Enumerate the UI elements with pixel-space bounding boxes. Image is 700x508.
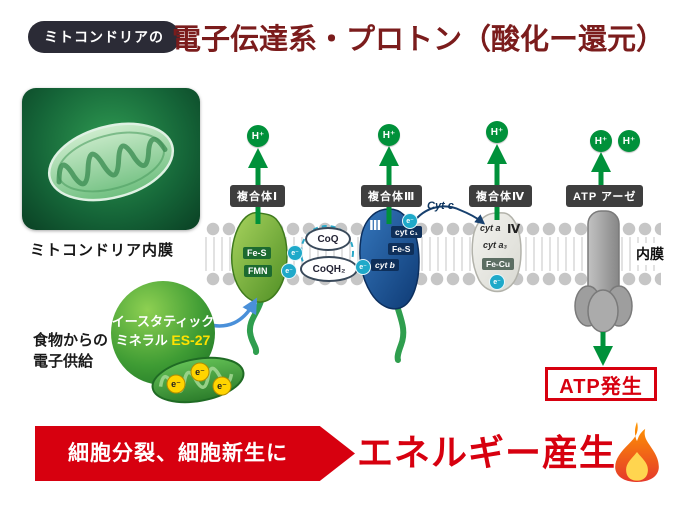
mitochondrion-image	[22, 88, 200, 230]
h-plus-ion: H⁺	[378, 124, 400, 146]
cytc-carrier-label: Cyt c	[427, 200, 454, 212]
banner-arrow: 細胞分裂、細胞新生に	[35, 426, 355, 481]
supply-line1: 食物からの	[33, 332, 109, 349]
complex3-cytb-label: cyt b	[371, 259, 399, 271]
atpase-badge: ATP アーゼ	[566, 185, 644, 207]
complex4-numeral: Ⅳ	[507, 222, 521, 236]
h-plus-ion: H⁺	[590, 130, 612, 152]
mini-mitochondrion: e⁻ e⁻ e⁻	[151, 356, 245, 404]
mitochondrion-caption: ミトコンドリア内膜	[30, 242, 175, 259]
energy-production-text: エネルギー産生	[357, 433, 617, 473]
complex1-badge: 複合体Ⅰ	[230, 185, 286, 207]
es27-code: ES-27	[171, 332, 211, 348]
electron-ball-label: e⁻	[171, 379, 181, 389]
supply-line2: 電子供給	[33, 353, 94, 370]
electron-icon: e⁻	[355, 259, 371, 275]
complex3-tail	[394, 306, 407, 363]
es27-mineral-sphere: イースタティック ミネラル ES-27	[111, 281, 215, 385]
electron-ball	[212, 376, 232, 396]
complex4-cyta-label: cyt a	[480, 223, 501, 233]
flame-inner	[626, 452, 648, 481]
electron-ball	[190, 362, 210, 382]
electron-icon: e⁻	[489, 274, 505, 290]
electron-ball	[166, 374, 186, 394]
lipid-bilayer-membrane	[205, 221, 661, 287]
page-title: 電子伝達系・プロトン（酸化ー還元）	[172, 24, 666, 56]
complex4-badge: 複合体Ⅳ	[469, 185, 533, 207]
electron-icon: e⁻	[402, 213, 418, 229]
atpase-head-lobe	[587, 289, 619, 333]
inner-membrane-label: 内膜	[633, 243, 667, 265]
electron-icon: e⁻	[287, 245, 303, 261]
complex3-badge: 複合体Ⅲ	[361, 185, 423, 207]
complex4-fecu-label: Fe-Cu	[482, 258, 515, 270]
es27-mineral-text: ミネラル	[115, 333, 168, 348]
electron-ball-label: e⁻	[195, 367, 205, 377]
atp-generation-box: ATP発生	[545, 367, 657, 401]
complex3-numeral: Ⅲ	[369, 218, 382, 233]
complex4-cyta3-label: cyt a₃	[483, 240, 508, 250]
cristae-squiggle	[56, 136, 168, 187]
mitochondrion-illustration	[47, 122, 175, 202]
coq-carrier: CoQ	[305, 227, 351, 251]
electron-ball-label: e⁻	[217, 381, 227, 391]
complex1-fes-label: Fe-S	[243, 247, 271, 259]
h-plus-ion: H⁺	[486, 121, 508, 143]
complex1-tail	[246, 298, 264, 355]
complex1-fmn-label: FMN	[244, 265, 272, 277]
food-electron-supply-caption: 食物からの 電子供給	[33, 330, 108, 372]
es27-line2: ミネラル ES-27	[111, 331, 215, 350]
h-plus-ion: H⁺	[618, 130, 640, 152]
atpase-head-lobe	[605, 285, 633, 327]
flame-icon	[615, 422, 659, 482]
h-plus-ion: H⁺	[247, 125, 269, 147]
electron-icon: e⁻	[281, 263, 297, 279]
es27-line1: イースタティック	[111, 314, 215, 329]
coqh2-carrier: CoQH₂	[300, 256, 358, 282]
header-badge: ミトコンドリアの	[28, 21, 180, 53]
atpase-head-lobe	[574, 285, 602, 327]
complex3-fes-label: Fe-S	[388, 243, 415, 255]
